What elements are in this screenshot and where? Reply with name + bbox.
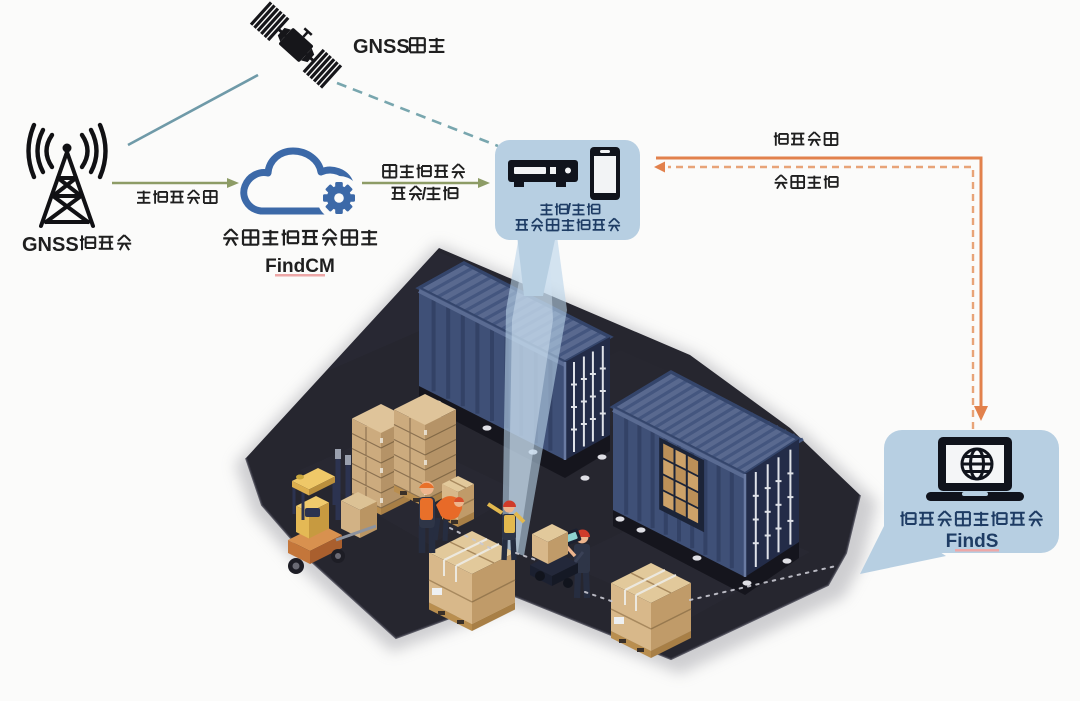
svg-text:FindCM: FindCM	[265, 256, 335, 277]
svg-text:GNSS: GNSS	[22, 234, 79, 256]
svg-text:/: /	[567, 201, 572, 218]
svg-text:GNSS: GNSS	[353, 36, 410, 58]
svg-text:/: /	[422, 184, 427, 203]
svg-text:FindS: FindS	[946, 531, 999, 552]
